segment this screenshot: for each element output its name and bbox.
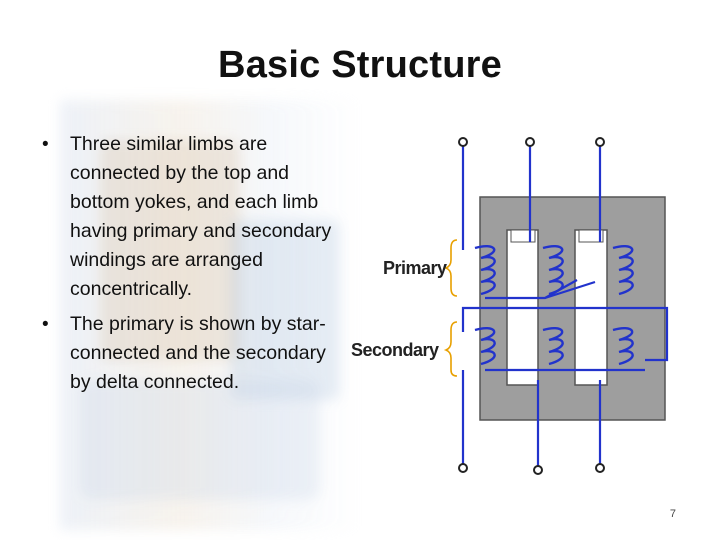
bullet-text: The primary is shown by star-connected a… (70, 313, 326, 393)
watermark-shape (100, 140, 240, 360)
primary-coil-1 (474, 244, 496, 296)
secondary-coil-3 (612, 326, 634, 366)
terminal-dot (595, 463, 605, 473)
bullet-list: • Three similar limbs are connected by t… (42, 130, 342, 403)
watermark-shape (80, 380, 320, 500)
secondary-coil-2 (542, 326, 564, 366)
secondary-label: Secondary (351, 340, 439, 360)
terminal-dot (533, 465, 543, 475)
page-number: 7 (669, 508, 676, 520)
bullet-item: • The primary is shown by star-connected… (42, 310, 342, 397)
terminal-dot (525, 137, 535, 147)
primary-label: Primary (383, 258, 447, 278)
secondary-bracket (443, 321, 458, 377)
transformer-diagram: Primary Secondary (351, 137, 669, 475)
terminal-dot (458, 463, 468, 473)
primary-coil-2 (542, 244, 564, 296)
bullet-text: Three similar limbs are connected by the… (70, 133, 332, 300)
lead-wires (461, 144, 669, 468)
label-brackets (443, 239, 458, 377)
bullet-glyph: • (42, 134, 49, 155)
terminal-dot (595, 137, 605, 147)
terminal-dot (458, 137, 468, 147)
bullet-item: • Three similar limbs are connected by t… (42, 130, 342, 304)
primary-coil-3 (612, 244, 634, 296)
primary-bracket (443, 239, 458, 297)
winding-coils (474, 244, 634, 366)
core-window-notch (510, 229, 536, 243)
background-watermark (60, 100, 360, 530)
bullet-glyph: • (42, 314, 49, 335)
secondary-coil-1 (474, 326, 496, 366)
core-window-notch (578, 229, 604, 243)
slide-title: Basic Structure (218, 44, 502, 86)
terminals (458, 137, 605, 475)
watermark-shape (230, 220, 340, 400)
